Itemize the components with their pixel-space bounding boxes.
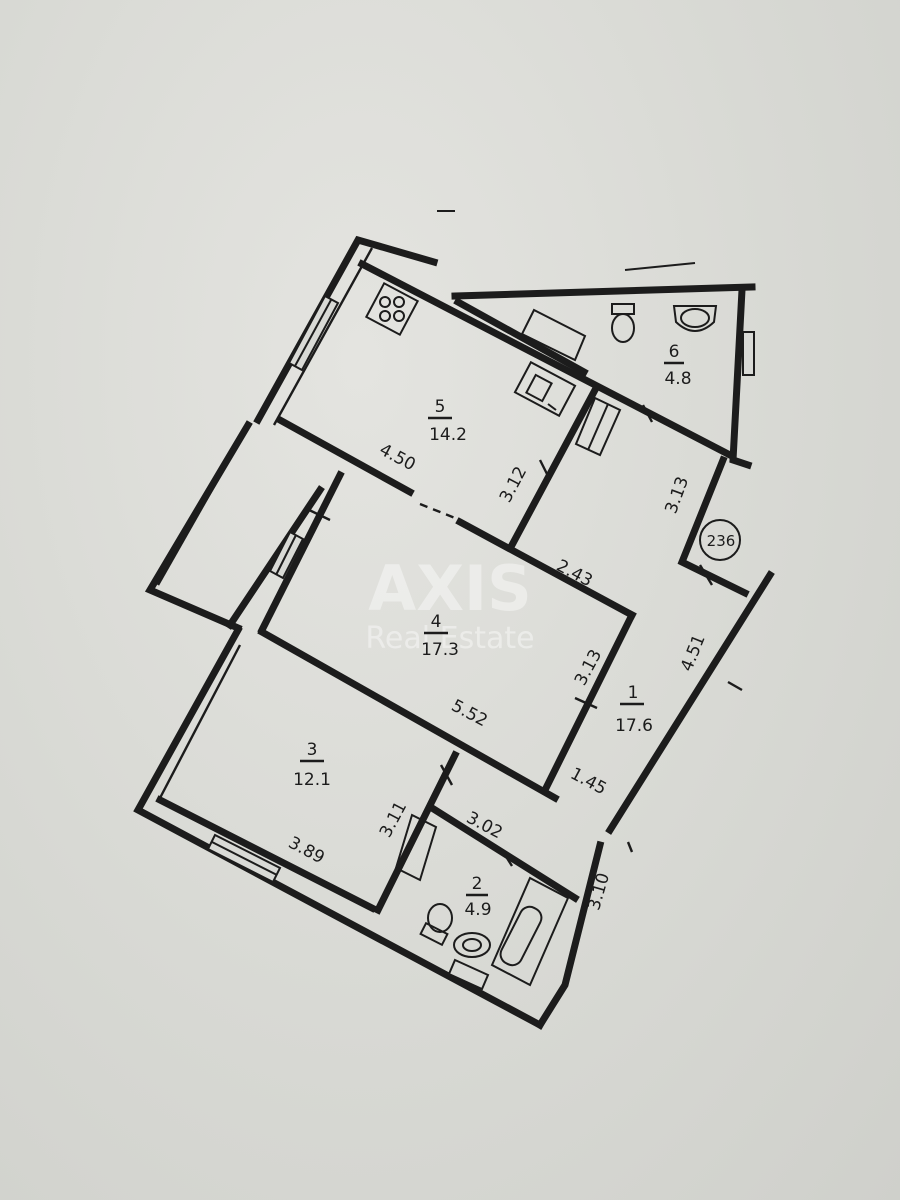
- room-2-area: 4.9: [464, 900, 491, 920]
- watermark-brand: AXIS: [368, 552, 532, 625]
- window-bath2: [447, 958, 490, 991]
- room-6-area: 4.8: [664, 369, 691, 389]
- inner-lines: [156, 247, 456, 799]
- room-6-number: 6: [669, 342, 680, 362]
- wall-room4-left: [257, 470, 345, 635]
- room-labels: 5 14.2 6 4.8 4 17.3 1 17.6 3 12.1 2 4.9: [293, 342, 691, 920]
- wall-balcony-inner: [225, 485, 325, 630]
- room-5-area: 14.2: [429, 425, 467, 445]
- toilet-icon: [419, 903, 453, 947]
- wall-room3-bottom: [155, 795, 377, 913]
- toilet-icon: [611, 303, 635, 343]
- washbasin-icon: [672, 305, 718, 332]
- windows: [206, 210, 755, 991]
- wall-right-lower: [535, 840, 605, 1030]
- door-marks: [304, 404, 743, 867]
- wall-right-outer: [605, 570, 775, 835]
- room-4-area: 17.3: [421, 640, 459, 660]
- dim-kitchen-width: 4.50: [376, 440, 419, 475]
- wall-kitchen-room4: [455, 517, 637, 620]
- wall-bath6-inner-diag: [453, 297, 589, 377]
- room-2-number: 2: [472, 874, 483, 894]
- wall-kitchen-bath6-diag: [357, 259, 735, 460]
- dim-corridor-length: 4.51: [677, 632, 710, 675]
- room-3-number: 3: [307, 740, 318, 760]
- wall-room3-inner-line: [158, 644, 242, 799]
- wall-top-outer: [451, 283, 756, 300]
- wall-balcony-inner-line: [156, 431, 247, 586]
- room-1-number: 1: [628, 683, 639, 703]
- wall-kitchen-bottom: [275, 415, 415, 497]
- room-3-area: 12.1: [293, 770, 331, 790]
- stove-icon: [364, 281, 420, 337]
- wall-balcony-outer: [144, 420, 253, 633]
- watermark-tagline: Real Estate: [365, 621, 534, 656]
- wall-room4-bottom: [257, 627, 560, 803]
- wall-room4-right: [540, 610, 637, 795]
- wall-corridor-top-right: [677, 455, 750, 598]
- kitchen-cabinet: [574, 396, 622, 457]
- bathtub-icon: [490, 876, 570, 987]
- door-swing-marker: [624, 262, 696, 271]
- wall-kitchen-outer: [253, 235, 439, 425]
- wall-bath6-right: [729, 286, 753, 470]
- shaft-label: 236: [707, 532, 736, 550]
- door-opening-dashed: [419, 502, 456, 520]
- walls: [133, 235, 775, 1030]
- dimension-labels: 4.50 3.12 3.13 2.43 3.13 4.51 5.52 1.45 …: [285, 440, 735, 913]
- window-bath6: [742, 331, 755, 376]
- kitchen-counter: [520, 308, 587, 362]
- dim-bath6-depth: 3.13: [661, 474, 693, 516]
- washbasin-icon: [453, 932, 491, 958]
- room-5-number: 5: [435, 397, 446, 417]
- wall-room3-right: [373, 750, 460, 915]
- room-4-number: 4: [431, 612, 442, 632]
- dim-corridor-width: 1.45: [567, 764, 610, 799]
- wall-corridor-top-left: [507, 385, 600, 550]
- wall-kitchen-inner-line: [272, 247, 374, 426]
- dim-room4-width: 5.52: [448, 696, 491, 731]
- wall-room3-outer: [133, 625, 545, 1030]
- kitchen-sink-icon: [513, 360, 577, 418]
- fixtures: [364, 281, 741, 987]
- room-1-area: 17.6: [615, 716, 653, 736]
- shaft-circle: [699, 519, 741, 561]
- bathroom-cabinet: [394, 813, 438, 882]
- dim-room3-width: 3.89: [285, 833, 328, 868]
- dim-kitchen-depth: 3.12: [496, 463, 531, 506]
